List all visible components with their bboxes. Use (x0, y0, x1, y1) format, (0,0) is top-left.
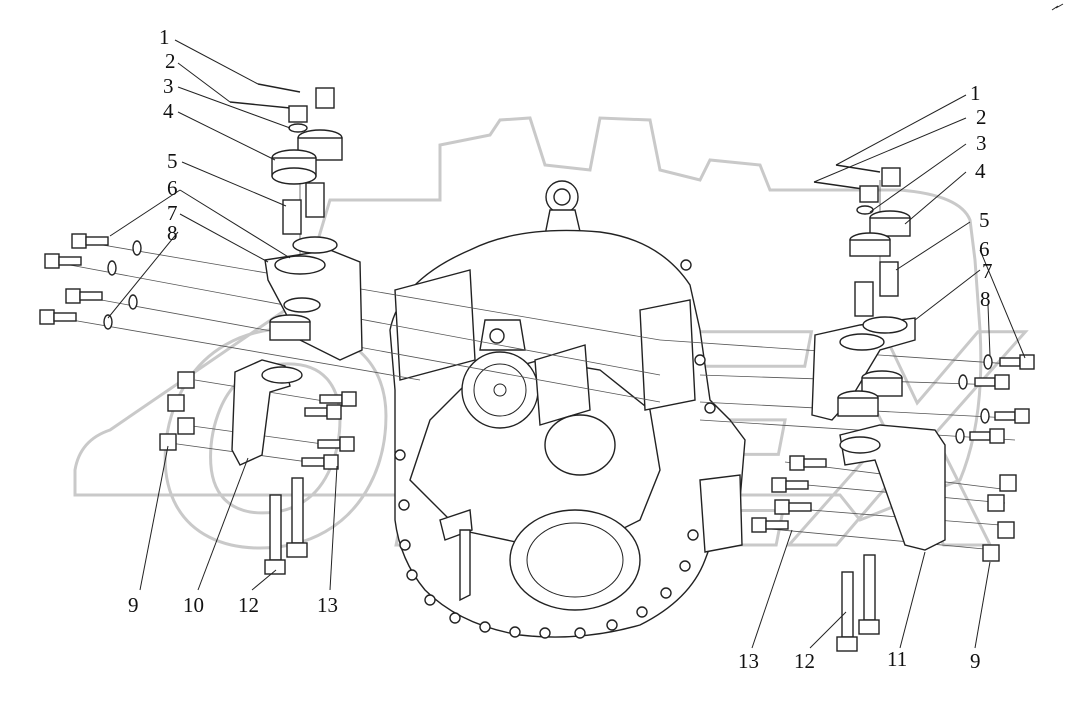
callout-2-right: 2 (976, 105, 987, 129)
callout-4-left: 4 (163, 99, 174, 123)
callout-7-right: 7 (982, 259, 993, 283)
callout-labels-left: 1 2 3 4 5 6 7 8 9 10 12 13 (128, 25, 338, 617)
callout-9-left: 9 (128, 593, 139, 617)
callout-5-left: 5 (167, 149, 178, 173)
callout-12-right: 12 (794, 649, 815, 673)
callout-2-left: 2 (165, 49, 176, 73)
leader-lines (107, 39, 1026, 649)
callout-labels-right: 1 2 3 4 5 6 7 8 13 12 11 9 (738, 81, 993, 673)
gearbox-housing (389, 180, 746, 639)
right-mount-assembly (751, 164, 1035, 652)
callout-8-left: 8 (167, 221, 178, 245)
callout-4-right: 4 (975, 159, 986, 183)
watermark-gear (73, 116, 983, 522)
callout-13-right: 13 (738, 649, 759, 673)
callout-11-right: 11 (887, 647, 907, 671)
callout-8-right: 8 (980, 287, 991, 311)
callout-1-left: 1 (159, 25, 170, 49)
perimeter-bolts (394, 259, 716, 639)
callout-7-left: 7 (167, 201, 178, 225)
callout-13-left: 13 (317, 593, 338, 617)
left-mount-assembly (39, 83, 363, 575)
callout-6-right: 6 (979, 237, 990, 261)
callout-10-left: 10 (183, 593, 204, 617)
corner-mark (1051, 3, 1064, 11)
callout-3-right: 3 (976, 131, 987, 155)
callout-3-left: 3 (163, 74, 174, 98)
callout-6-left: 6 (167, 176, 178, 200)
callout-5-right: 5 (979, 208, 990, 232)
callout-9-right: 9 (970, 649, 981, 673)
callout-1-right: 1 (970, 81, 981, 105)
callout-12-left: 12 (238, 593, 259, 617)
